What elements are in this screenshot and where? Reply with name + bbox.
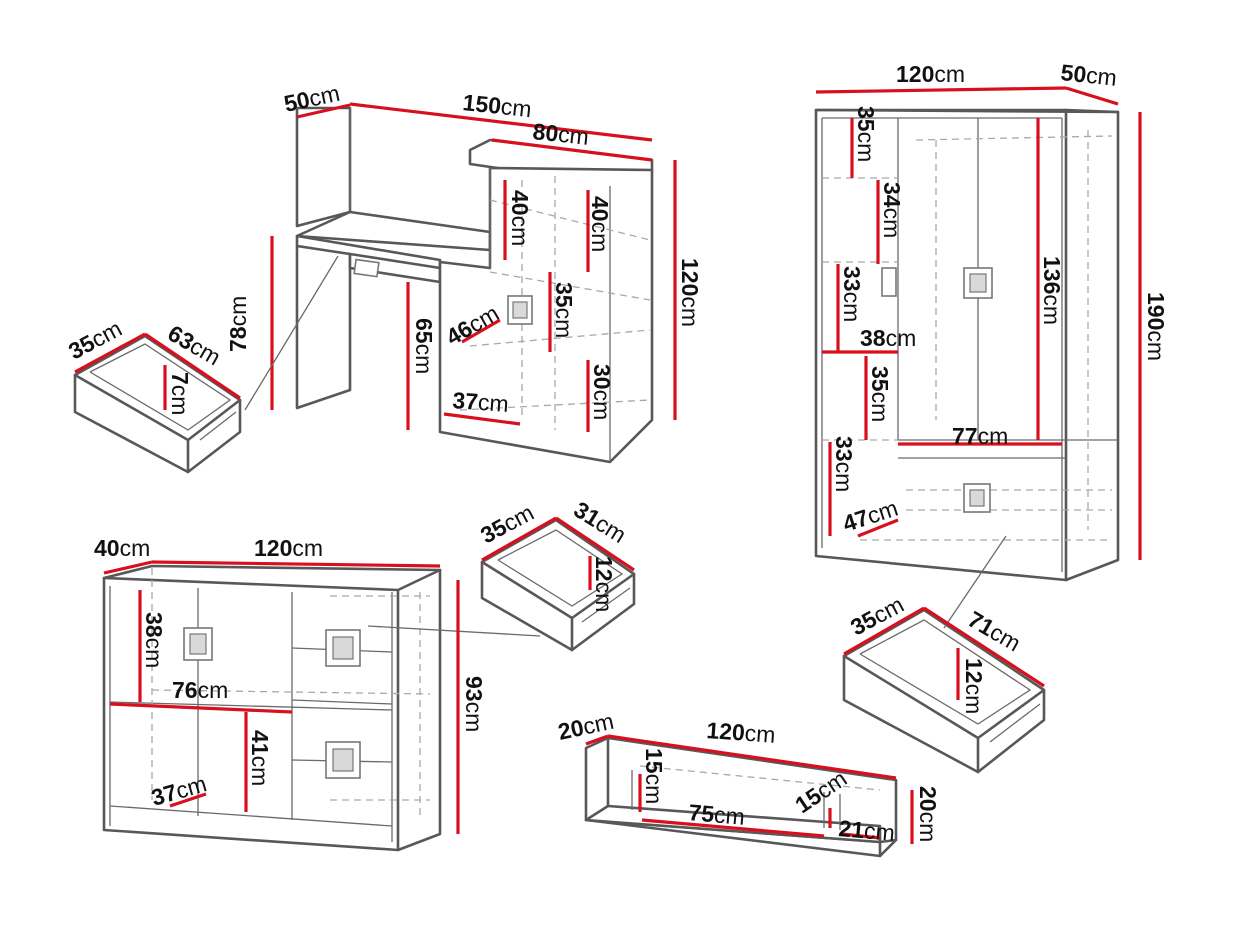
label-wardrobe-shelf-4: 35cm xyxy=(867,366,893,422)
label-chest-drawer-height: 12cm xyxy=(591,556,617,612)
label-wardrobe-shelf-2: 34cm xyxy=(879,182,905,238)
label-shelf-height: 20cm xyxy=(915,786,941,842)
chest-drawing xyxy=(102,516,636,852)
label-desk-shelf-a: 40cm xyxy=(507,190,533,246)
wall-shelf-drawing xyxy=(584,734,914,858)
label-wardrobe-shelf-width: 38cm xyxy=(860,325,916,351)
label-shelf-inner-depth: 21cm xyxy=(838,815,896,846)
label-shelf-inner-width: 75cm xyxy=(688,799,746,830)
label-wardrobe-width: 120cm xyxy=(896,61,965,87)
label-shelf-inner-a: 15cm xyxy=(641,748,667,804)
label-wardrobe-hanging: 136cm xyxy=(1039,256,1065,325)
label-wardrobe-height: 190cm xyxy=(1143,292,1169,361)
label-desk-shelf-mid: 35cm xyxy=(551,282,577,338)
wardrobe-drawing xyxy=(814,86,1142,774)
label-desk-drawer-height: 7cm xyxy=(167,372,193,415)
label-chest-low: 41cm xyxy=(247,730,273,786)
label-wardrobe-shelf-1: 35cm xyxy=(853,106,879,162)
label-desk-height: 78cm xyxy=(225,296,251,352)
label-wardrobe-depth: 50cm xyxy=(1059,59,1118,91)
label-desk-depth: 50cm xyxy=(282,80,342,117)
label-desk-shelf-b: 40cm xyxy=(587,196,613,252)
label-chest-height: 93cm xyxy=(461,676,487,732)
label-chest-depth: 40cm xyxy=(94,535,150,561)
label-shelf-depth: 20cm xyxy=(556,708,616,745)
label-chest-top: 38cm xyxy=(141,612,167,668)
label-chest-width: 120cm xyxy=(254,535,323,561)
label-wardrobe-drawer-height: 12cm xyxy=(961,658,987,714)
label-shelf-length: 120cm xyxy=(706,717,777,748)
label-desk-shelf-depth: 37cm xyxy=(452,387,510,417)
label-chest-inner-width: 76cm xyxy=(172,677,228,703)
label-desk-shelf-low: 30cm xyxy=(589,364,615,420)
desk-drawing xyxy=(73,102,677,474)
label-wardrobe-inner-width: 77cm xyxy=(952,423,1008,449)
label-wardrobe-shelf-5: 33cm xyxy=(831,436,857,492)
label-wardrobe-shelf-3: 33cm xyxy=(839,266,865,322)
label-desk-total-height: 120cm xyxy=(677,258,703,327)
label-desk-width: 150cm xyxy=(461,89,532,122)
label-shelf-width: 80cm xyxy=(531,118,590,150)
label-desk-knee: 65cm xyxy=(411,318,437,374)
